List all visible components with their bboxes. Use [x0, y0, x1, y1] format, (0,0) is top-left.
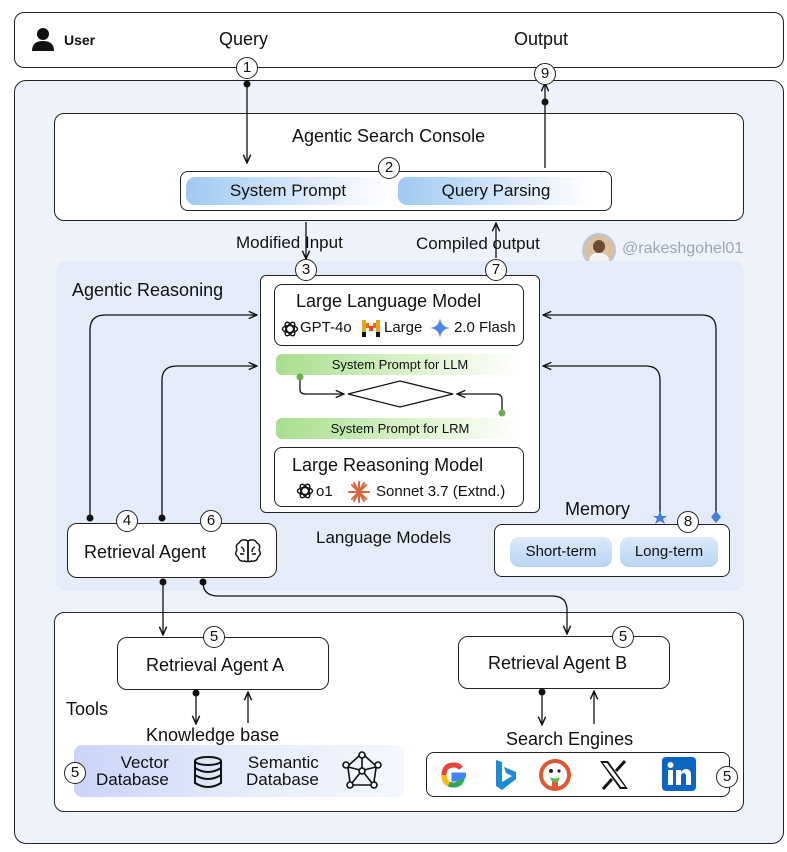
vector-database-label: Vector Database: [96, 753, 169, 789]
step-9-badge: 9: [534, 63, 556, 85]
retrieval-agent-box: [67, 523, 277, 578]
llm-title: Large Language Model: [296, 291, 482, 311]
step-2-badge: 2: [378, 157, 400, 179]
short-term-pill: Short-term: [510, 537, 612, 567]
system-prompt-pill: System Prompt: [186, 177, 390, 205]
compiled-output-label: Compiled output: [416, 234, 540, 253]
step-5-badge-engines: 5: [716, 766, 738, 788]
retrieval-agent-b-label: Retrieval Agent B: [488, 653, 628, 673]
network-icon: [342, 751, 382, 789]
step-5-badge-db: 5: [64, 762, 86, 784]
user-bar: [14, 12, 784, 68]
step-8-badge: 8: [677, 511, 699, 533]
tools-title: Tools: [66, 699, 109, 719]
retrieval-agent-a-box: [117, 637, 329, 690]
query-parsing-pill: Query Parsing: [398, 177, 594, 205]
search-engines-label: Search Engines: [506, 729, 634, 749]
x-icon: [600, 760, 628, 790]
long-term-pill: Long-term: [620, 537, 718, 567]
lrm-title: Large Reasoning Model: [292, 455, 484, 475]
step-5-badge-agent-b: 5: [612, 626, 634, 648]
step-7-badge: 7: [485, 259, 507, 281]
step-1-badge: 1: [236, 57, 258, 79]
duckduckgo-icon: [539, 759, 571, 791]
llm-model-gpt: GPT-4o: [300, 319, 352, 336]
semantic-database-label: Semantic Database: [246, 753, 319, 789]
system-prompt-llm: System Prompt for LLM: [276, 354, 524, 375]
llm-model-large: Large: [384, 319, 423, 336]
bing-icon: [496, 760, 516, 790]
memory-title: Memory: [565, 499, 631, 519]
llm-box: [274, 284, 524, 346]
system-prompt-lrm: System Prompt for LRM: [276, 418, 524, 439]
openai-icon: [281, 321, 299, 337]
google-icon: [441, 762, 466, 788]
language-models-label: Language Models: [316, 528, 452, 547]
gemini-icon: [430, 318, 450, 338]
console-title: Agentic Search Console: [292, 126, 486, 146]
output-label: Output: [514, 29, 569, 49]
linkedin-icon: [662, 757, 696, 791]
step-3-badge: 3: [295, 259, 317, 281]
retrieval-agent-a-label: Retrieval Agent A: [146, 655, 285, 675]
user-icon: [32, 28, 54, 51]
watermark-handle: @rakeshgohel01: [622, 240, 744, 257]
lrm-model-o1: o1: [316, 483, 333, 500]
retrieval-agent-label: Retrieval Agent: [84, 542, 207, 562]
lrm-box: [274, 447, 524, 507]
switch-label: (Switch): [373, 386, 428, 403]
llm-model-flash: 2.0 Flash: [454, 319, 516, 336]
brain-icon: [235, 539, 261, 563]
mistral-icon: [362, 320, 380, 337]
user-label: User: [64, 32, 96, 48]
lrm-model-sonnet: Sonnet 3.7 (Extnd.): [376, 483, 506, 500]
step-6-badge: 6: [200, 510, 222, 532]
retrieval-agent-b-box: [458, 636, 670, 689]
openai-icon: [296, 483, 314, 499]
modified-input-label: Modified Input: [236, 233, 343, 252]
knowledge-base-label: Knowledge base: [146, 725, 280, 745]
claude-icon: [348, 481, 370, 503]
step-4-badge: 4: [116, 510, 138, 532]
agentic-reasoning-title: Agentic Reasoning: [72, 280, 224, 300]
database-icon: [194, 756, 222, 788]
query-label: Query: [219, 29, 269, 49]
step-5-badge-agent-a: 5: [203, 626, 225, 648]
